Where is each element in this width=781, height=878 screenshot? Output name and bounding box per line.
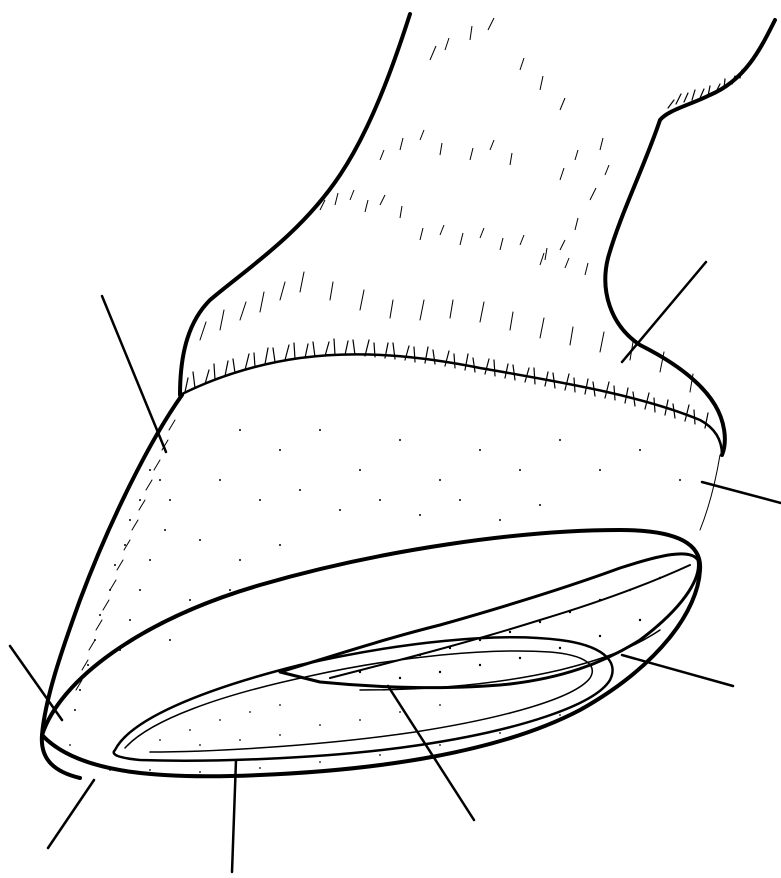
sole-inner-edge bbox=[114, 637, 613, 760]
frog bbox=[280, 554, 698, 688]
white-line bbox=[125, 651, 592, 752]
pastern-front-edge bbox=[180, 14, 410, 395]
coronet-hair-body bbox=[200, 272, 693, 392]
hoof-wall-stipple bbox=[74, 429, 681, 711]
frog-central-groove bbox=[330, 565, 690, 678]
frog-stipple bbox=[359, 577, 661, 679]
pastern bbox=[180, 14, 775, 455]
pastern-hair-strokes bbox=[320, 18, 609, 275]
leader-line-coronet bbox=[622, 262, 706, 362]
fetlock-hair bbox=[668, 70, 742, 108]
hoof-wall-shading bbox=[76, 420, 175, 690]
sole-stipple bbox=[69, 704, 561, 773]
hoof-wall-heel-edge bbox=[700, 455, 720, 530]
hoof-sole-view bbox=[42, 530, 700, 776]
leader-lines bbox=[10, 262, 781, 872]
leader-line-bulb bbox=[702, 482, 781, 503]
coronet-lower-edge bbox=[180, 354, 722, 455]
leader-line-white-line bbox=[48, 780, 94, 848]
hoof-wall bbox=[42, 395, 720, 778]
leader-line-wall-upper bbox=[102, 296, 166, 452]
coronet-band bbox=[180, 272, 722, 455]
frog-collateral-groove bbox=[360, 630, 660, 690]
